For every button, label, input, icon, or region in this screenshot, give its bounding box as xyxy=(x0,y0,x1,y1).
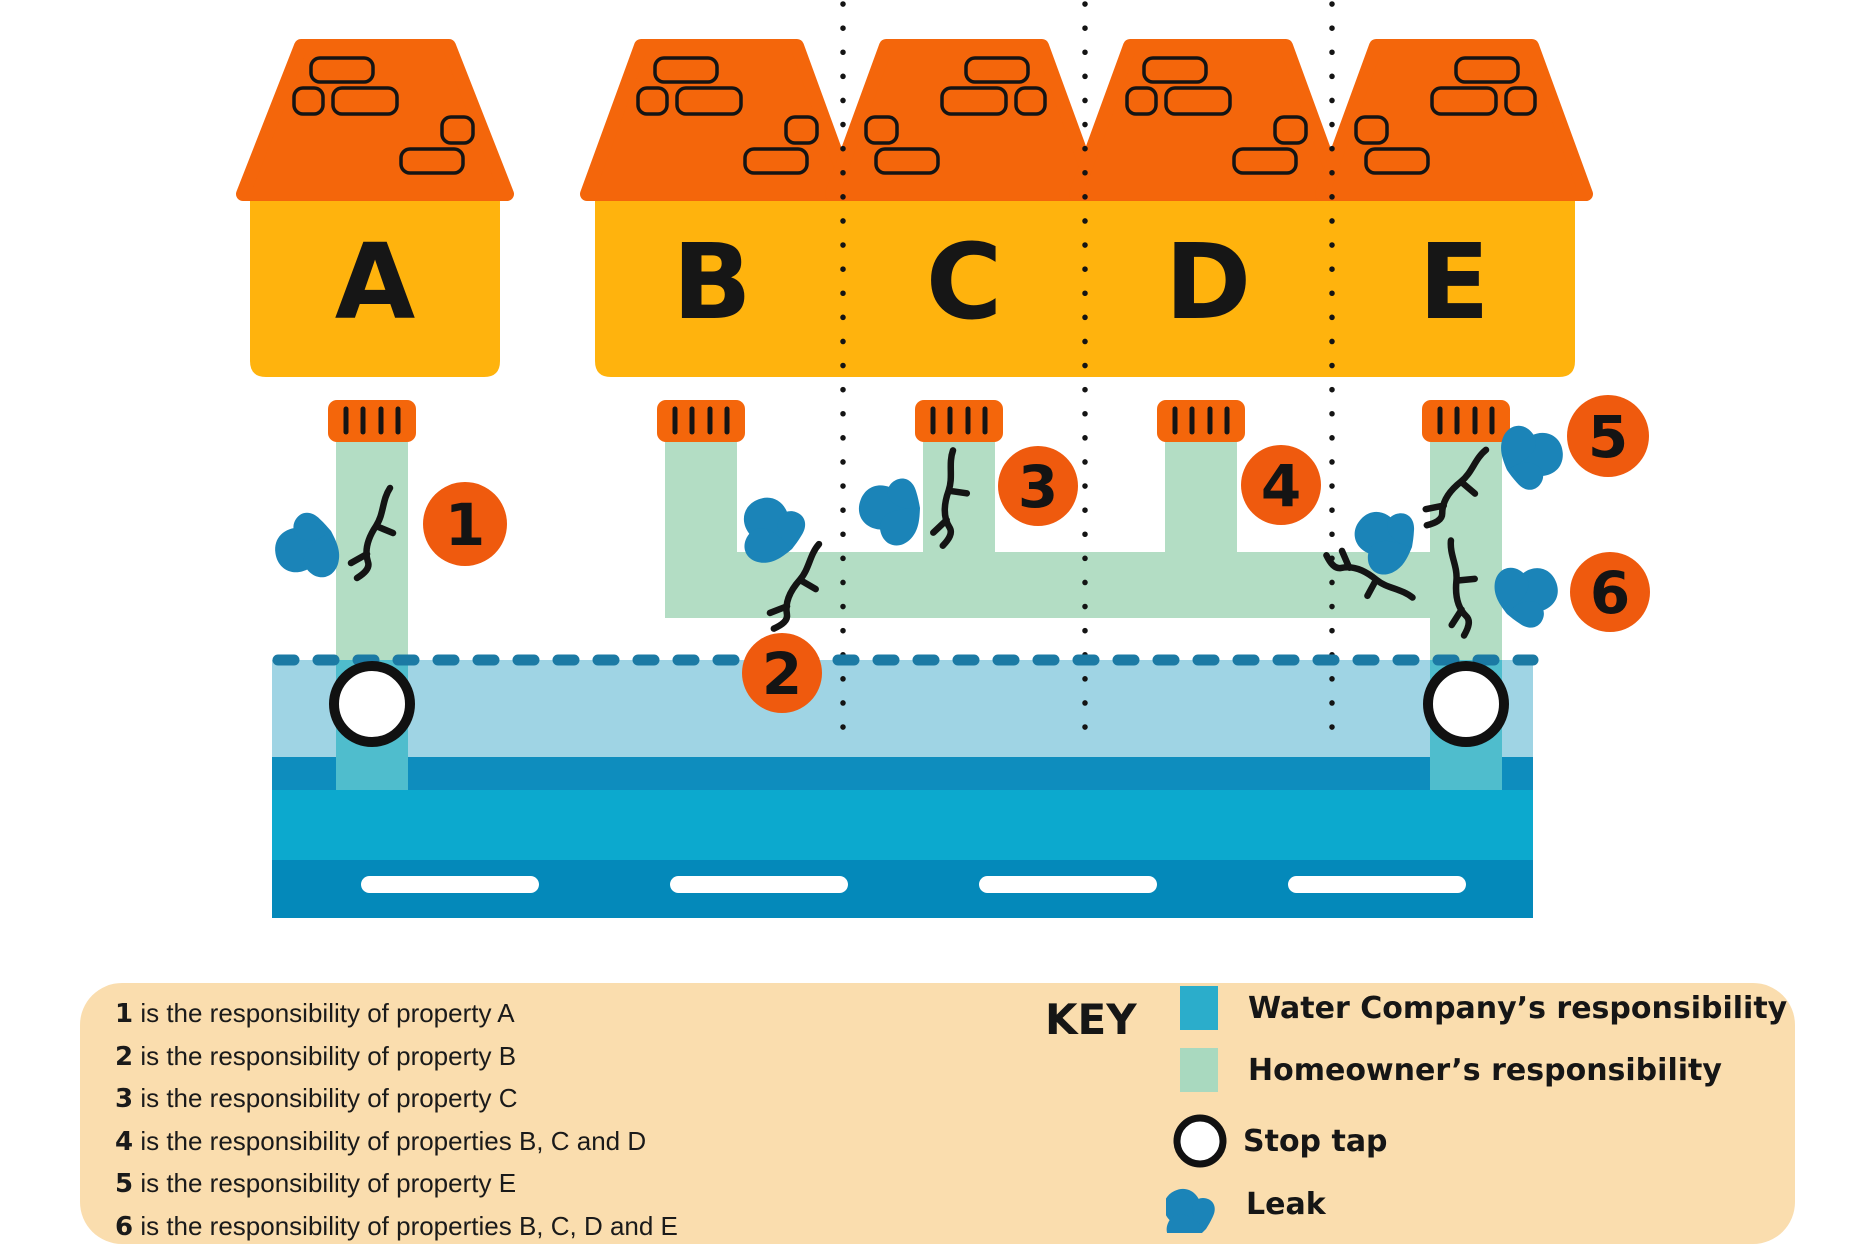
callout-3: 3 xyxy=(998,446,1078,526)
houses: A B C D E xyxy=(236,39,1593,377)
item-number: 1 xyxy=(115,999,134,1029)
pipe-a xyxy=(336,442,408,660)
key-row-leak: Leak xyxy=(1166,1175,1326,1233)
roof-b xyxy=(580,39,858,201)
legend-panel: 1 is the responsibility of property A 2 … xyxy=(80,983,1795,1244)
key-label-leak: Leak xyxy=(1246,1186,1326,1222)
scene-diagram: A B C D E 1 2 3 4 5 xyxy=(236,1,1650,918)
stop-tap-icon-e xyxy=(1423,661,1509,747)
callout-2-number: 2 xyxy=(762,640,802,708)
leak-key-icon xyxy=(1166,1188,1215,1233)
callout-6-number: 6 xyxy=(1590,559,1630,627)
tap-icon-a xyxy=(328,400,416,442)
roof-e xyxy=(1315,39,1593,201)
ground-dark-band xyxy=(272,757,1533,790)
house-letter-b: B xyxy=(672,221,751,343)
list-item: 3 is the responsibility of property C xyxy=(115,1078,678,1121)
stop-tap-key-icon xyxy=(1173,1114,1227,1168)
house-a-body xyxy=(250,200,500,377)
callout-2: 2 xyxy=(742,633,822,713)
house-letter-d: D xyxy=(1165,221,1251,343)
callout-5: 5 xyxy=(1567,395,1649,477)
ground-light-layer xyxy=(272,660,1533,757)
key-row-water-company: Water Company’s responsibility xyxy=(1180,986,1787,1030)
homeowner-swatch xyxy=(1180,1048,1218,1092)
item-number: 2 xyxy=(115,1041,134,1072)
item-number: 4 xyxy=(115,1126,134,1157)
key-label-homeowner: Homeowner’s responsibility xyxy=(1248,1052,1722,1088)
water-company-swatch xyxy=(1180,986,1218,1030)
water-main-pipe xyxy=(272,790,1533,860)
homeowner-pipes xyxy=(336,442,1502,660)
key-label-stop-tap: Stop tap xyxy=(1243,1123,1388,1159)
stop-tap-icon-a xyxy=(329,661,415,747)
item-text: is the responsibility of property A xyxy=(133,998,515,1028)
property-boundary-lines xyxy=(840,1,1335,735)
list-item: 2 is the responsibility of property B xyxy=(115,1036,678,1079)
roof-a xyxy=(236,39,514,201)
item-text: is the responsibility of property B xyxy=(133,1040,517,1071)
tap-icon-b xyxy=(657,400,745,442)
responsibility-list: 1 is the responsibility of property A 2 … xyxy=(115,993,678,1248)
item-text: is the responsibility of properties B, C… xyxy=(133,1125,647,1156)
callout-3-number: 3 xyxy=(1018,453,1058,521)
item-text: is the responsibility of properties B, C… xyxy=(133,1210,678,1241)
list-item: 1 is the responsibility of property A xyxy=(115,993,678,1036)
callout-1-number: 1 xyxy=(445,491,485,559)
roof-c xyxy=(825,39,1103,201)
tap-icon-e xyxy=(1422,400,1510,442)
key-row-stop-tap: Stop tap xyxy=(1170,1111,1388,1171)
roofs xyxy=(236,39,1593,201)
callout-5-number: 5 xyxy=(1588,403,1628,471)
ground-block xyxy=(272,660,1533,918)
tap-icon-c xyxy=(915,400,1003,442)
road-markings xyxy=(361,876,1466,893)
house-letter-c: C xyxy=(926,221,1002,343)
house-letter-e: E xyxy=(1418,221,1489,343)
callout-1: 1 xyxy=(423,482,507,566)
callout-4-number: 4 xyxy=(1261,452,1301,520)
list-item: 6 is the responsibility of properties B,… xyxy=(115,1206,678,1249)
key-row-homeowner: Homeowner’s responsibility xyxy=(1180,1048,1722,1092)
item-text: is the responsibility of property C xyxy=(133,1083,518,1113)
item-number: 5 xyxy=(115,1169,134,1199)
key-label-water-company: Water Company’s responsibility xyxy=(1248,990,1788,1026)
item-text: is the responsibility of property E xyxy=(133,1168,517,1198)
callout-4: 4 xyxy=(1241,445,1321,525)
key-title: KEY xyxy=(1045,995,1137,1044)
item-number: 3 xyxy=(115,1084,134,1114)
house-letter-a: A xyxy=(335,221,416,343)
tap-icon-d xyxy=(1157,400,1245,442)
list-item: 5 is the responsibility of property E xyxy=(115,1163,678,1206)
callout-6: 6 xyxy=(1570,552,1650,632)
item-number: 6 xyxy=(115,1211,134,1242)
list-item: 4 is the responsibility of properties B,… xyxy=(115,1121,678,1164)
roof-d xyxy=(1069,39,1347,201)
